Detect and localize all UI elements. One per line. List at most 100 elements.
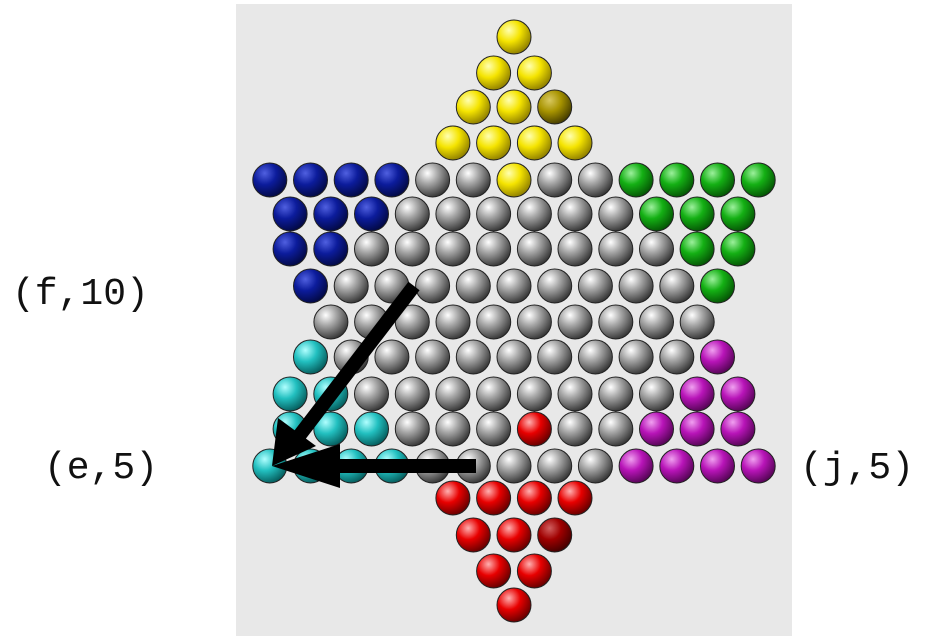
magenta-marble[interactable] <box>720 411 756 447</box>
empty-hole[interactable] <box>476 411 512 447</box>
empty-hole[interactable] <box>455 162 491 198</box>
magenta-marble[interactable] <box>700 448 735 484</box>
red-marble[interactable] <box>455 517 491 553</box>
empty-hole[interactable] <box>639 304 674 340</box>
empty-hole[interactable] <box>435 196 471 232</box>
red-marble[interactable] <box>476 480 512 516</box>
empty-hole[interactable] <box>577 162 613 198</box>
empty-hole[interactable] <box>537 268 573 304</box>
magenta-marble[interactable] <box>679 411 715 447</box>
yellow-marble[interactable] <box>516 55 552 91</box>
green-marble[interactable] <box>639 196 674 232</box>
magenta-marble[interactable] <box>679 376 715 412</box>
empty-hole[interactable] <box>496 339 532 375</box>
empty-hole[interactable] <box>476 376 512 412</box>
empty-hole[interactable] <box>394 196 430 232</box>
green-marble[interactable] <box>700 268 735 304</box>
magenta-marble[interactable] <box>740 448 776 484</box>
empty-hole[interactable] <box>598 376 634 412</box>
cyan-marble[interactable] <box>293 339 328 375</box>
red-marble[interactable] <box>516 553 552 589</box>
blue-marble[interactable] <box>313 196 349 232</box>
empty-hole[interactable] <box>455 339 491 375</box>
yellow-marble[interactable] <box>476 55 512 91</box>
empty-hole[interactable] <box>354 376 389 412</box>
empty-hole[interactable] <box>577 268 613 304</box>
magenta-marble[interactable] <box>700 339 735 375</box>
green-marble[interactable] <box>720 196 756 232</box>
red-marble[interactable] <box>516 480 552 516</box>
blue-marble[interactable] <box>333 162 369 198</box>
yellow-marble[interactable] <box>476 125 512 161</box>
empty-hole[interactable] <box>557 411 593 447</box>
yellow-marble[interactable] <box>516 125 552 161</box>
empty-hole[interactable] <box>639 231 674 267</box>
blue-marble[interactable] <box>252 162 288 198</box>
green-marble[interactable] <box>679 231 715 267</box>
empty-hole[interactable] <box>659 339 695 375</box>
empty-hole[interactable] <box>577 339 613 375</box>
empty-hole[interactable] <box>354 231 389 267</box>
empty-hole[interactable] <box>516 376 552 412</box>
empty-hole[interactable] <box>374 339 410 375</box>
empty-hole[interactable] <box>496 448 532 484</box>
empty-hole[interactable] <box>333 268 369 304</box>
empty-hole[interactable] <box>476 304 512 340</box>
red-marble[interactable] <box>557 480 593 516</box>
green-marble[interactable] <box>618 162 654 198</box>
empty-hole[interactable] <box>455 268 491 304</box>
blue-marble[interactable] <box>293 268 328 304</box>
empty-hole[interactable] <box>394 376 430 412</box>
yellow-marble[interactable] <box>455 89 491 125</box>
red-marble[interactable] <box>476 553 512 589</box>
green-marble[interactable] <box>679 196 715 232</box>
empty-hole[interactable] <box>618 268 654 304</box>
empty-hole[interactable] <box>659 268 695 304</box>
blue-marble[interactable] <box>374 162 410 198</box>
empty-hole[interactable] <box>394 411 430 447</box>
empty-hole[interactable] <box>394 304 430 340</box>
empty-hole[interactable] <box>415 162 451 198</box>
yellow-marble[interactable] <box>435 125 471 161</box>
green-marble[interactable] <box>740 162 776 198</box>
cyan-marble[interactable] <box>272 376 308 412</box>
magenta-marble[interactable] <box>720 376 756 412</box>
red-marble[interactable] <box>435 480 471 516</box>
blue-marble[interactable] <box>272 231 308 267</box>
yellow-marble[interactable] <box>496 162 532 198</box>
empty-hole[interactable] <box>537 162 573 198</box>
cyan-marble[interactable] <box>354 411 389 447</box>
blue-marble[interactable] <box>313 231 349 267</box>
empty-hole[interactable] <box>516 196 552 232</box>
empty-hole[interactable] <box>516 231 552 267</box>
yellow-marble[interactable] <box>557 125 593 161</box>
empty-hole[interactable] <box>415 268 451 304</box>
empty-hole[interactable] <box>557 231 593 267</box>
cyan-marble[interactable] <box>313 411 349 447</box>
green-marble[interactable] <box>659 162 695 198</box>
empty-hole[interactable] <box>577 448 613 484</box>
empty-hole[interactable] <box>394 231 430 267</box>
empty-hole[interactable] <box>557 304 593 340</box>
red-marble[interactable] <box>496 587 532 623</box>
red-marble[interactable] <box>496 517 532 553</box>
empty-hole[interactable] <box>618 339 654 375</box>
empty-hole[interactable] <box>435 411 471 447</box>
empty-hole[interactable] <box>679 304 715 340</box>
yellow-marble[interactable] <box>496 89 532 125</box>
empty-hole[interactable] <box>598 411 634 447</box>
empty-hole[interactable] <box>557 376 593 412</box>
empty-hole[interactable] <box>516 304 552 340</box>
empty-hole[interactable] <box>598 231 634 267</box>
red-marble[interactable] <box>516 411 552 447</box>
blue-marble[interactable] <box>354 196 389 232</box>
empty-hole[interactable] <box>557 196 593 232</box>
magenta-marble[interactable] <box>659 448 695 484</box>
magenta-marble[interactable] <box>618 448 654 484</box>
empty-hole[interactable] <box>415 339 451 375</box>
empty-hole[interactable] <box>537 448 573 484</box>
empty-hole[interactable] <box>476 231 512 267</box>
empty-hole[interactable] <box>639 376 674 412</box>
green-marble[interactable] <box>720 231 756 267</box>
